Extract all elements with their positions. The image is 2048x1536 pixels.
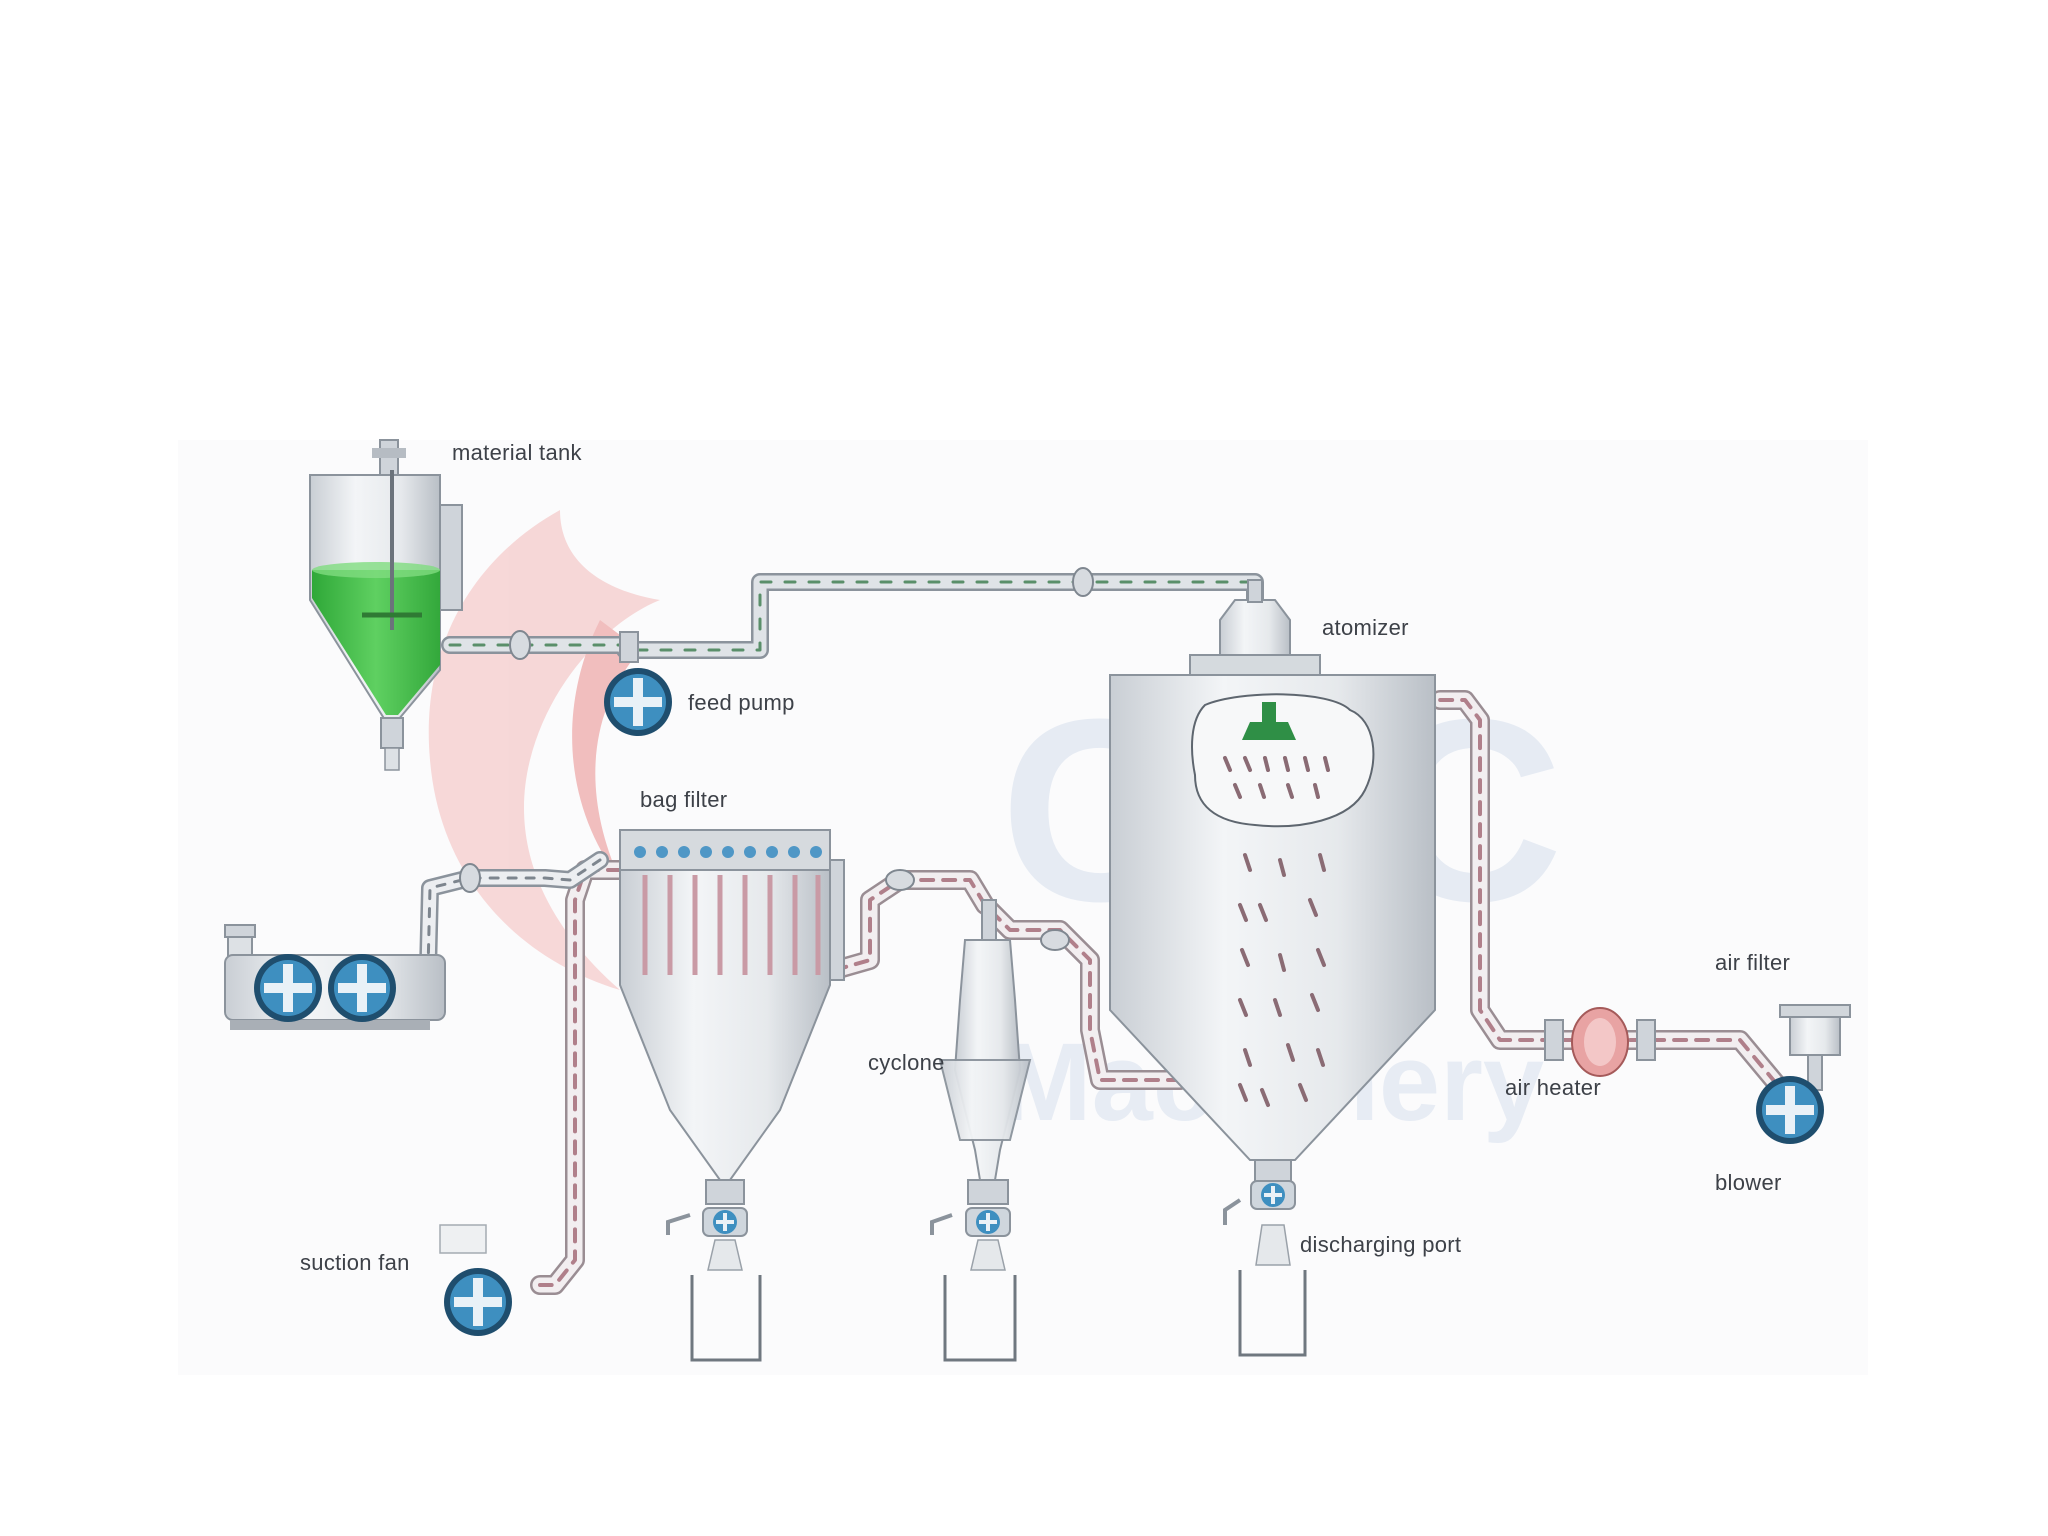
label-feed-pump: feed pump xyxy=(688,690,795,715)
cyclone-collection-bin xyxy=(943,1275,1017,1362)
filter-bags xyxy=(642,875,821,975)
feed-pump xyxy=(604,631,672,736)
dryer-collection-bin xyxy=(1238,1270,1307,1357)
air-heater xyxy=(1544,1007,1656,1077)
fan-icon xyxy=(444,1268,512,1336)
suction-fan xyxy=(439,1224,512,1336)
rotary-valve-icon xyxy=(1250,1180,1296,1210)
bagfilter-collection-bin xyxy=(690,1275,762,1362)
fan-icon xyxy=(604,668,672,736)
fan-icon xyxy=(254,954,322,1022)
label-discharging-port: discharging port xyxy=(1300,1232,1462,1257)
label-suction-fan: suction fan xyxy=(300,1250,410,1275)
blower xyxy=(1756,1076,1824,1144)
pipe-fittings xyxy=(459,567,1094,951)
tank-liquid xyxy=(312,570,440,715)
fan-icon xyxy=(328,954,396,1022)
label-air-filter: air filter xyxy=(1715,950,1791,975)
label-cyclone: cyclone xyxy=(868,1050,945,1075)
fan-icon xyxy=(1756,1076,1824,1144)
bag-filter-nozzles xyxy=(634,846,822,858)
label-air-heater: air heater xyxy=(1505,1075,1601,1100)
rotary-valve-icon xyxy=(965,1207,1011,1237)
label-blower: blower xyxy=(1715,1170,1782,1195)
rotary-valve-icon xyxy=(702,1207,748,1237)
spray-droplets xyxy=(1223,756,1330,1107)
pump-unit xyxy=(224,924,446,1030)
bag-filter xyxy=(619,829,845,1362)
air-filter xyxy=(1779,1004,1851,1091)
material-tank xyxy=(309,439,463,771)
label-atomizer: atomizer xyxy=(1322,615,1409,640)
label-material-tank: material tank xyxy=(452,440,582,465)
cyclone xyxy=(930,899,1032,1362)
atomizer-cloud xyxy=(1191,693,1375,828)
label-bag-filter: bag filter xyxy=(640,787,728,812)
drying-chamber xyxy=(1109,579,1436,1357)
spray-nozzle-icon xyxy=(1242,702,1296,740)
